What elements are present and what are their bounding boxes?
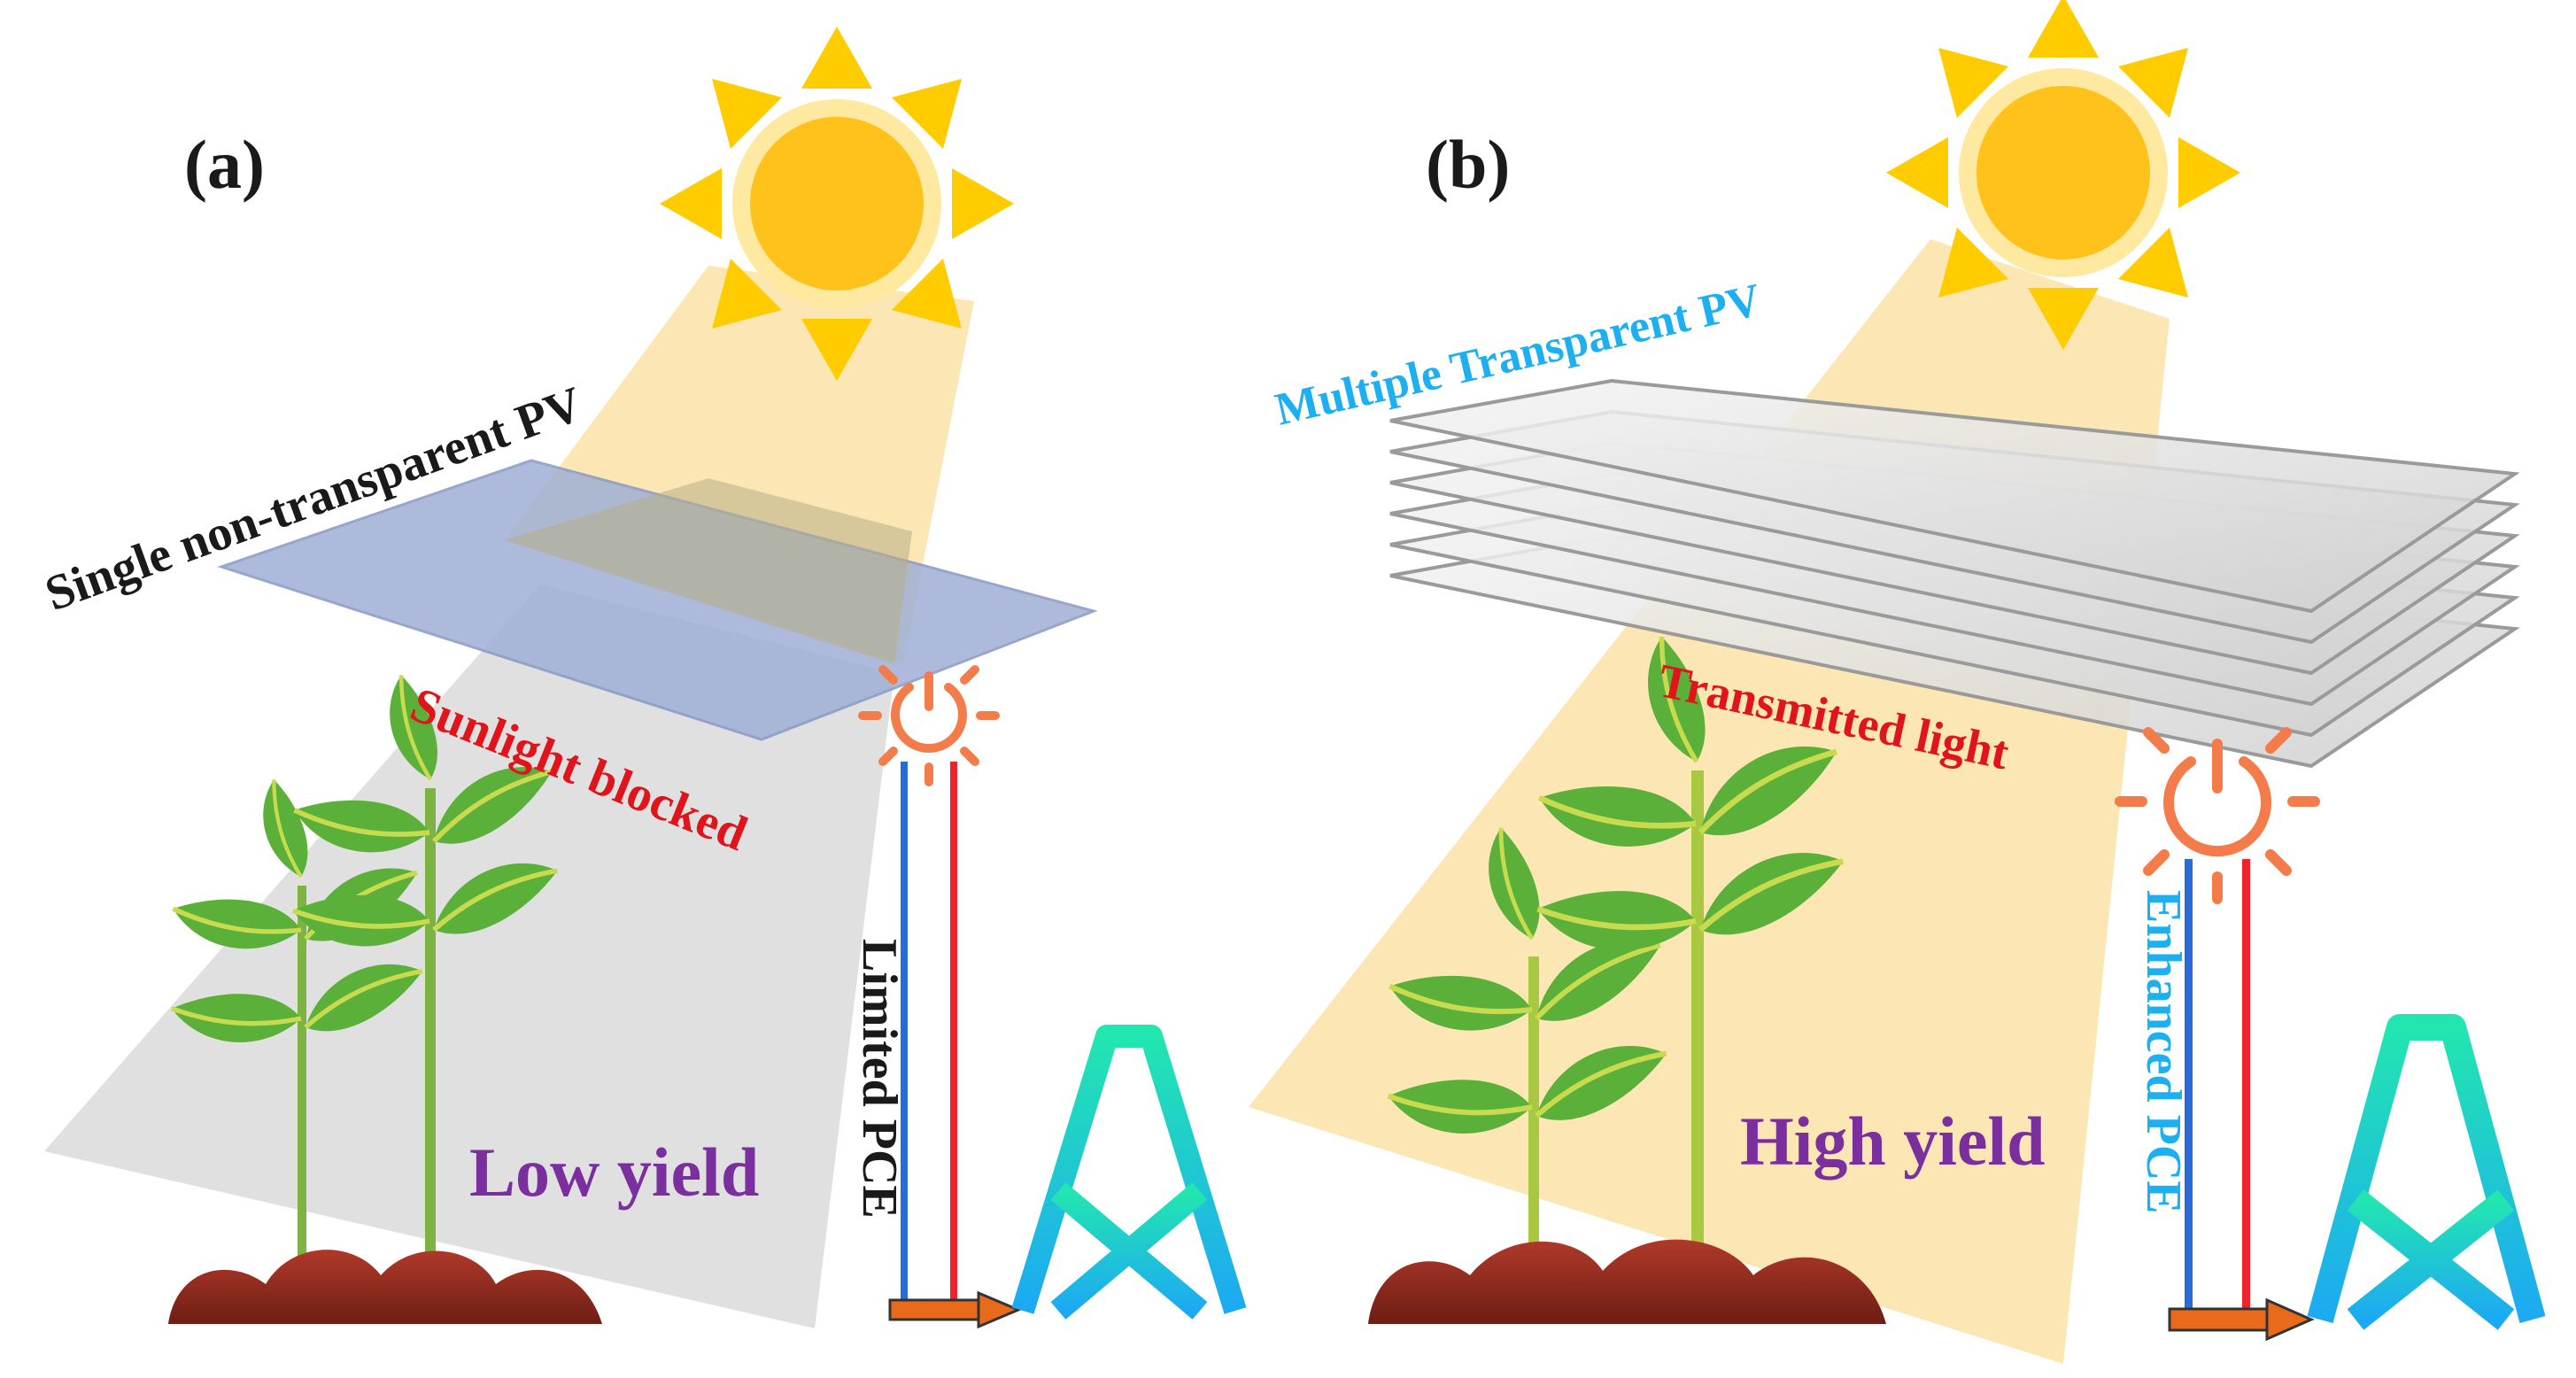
high-yield-label: High yield bbox=[1740, 1103, 2046, 1180]
blue-wire bbox=[2185, 859, 2193, 1320]
plant-icon bbox=[1383, 633, 1854, 1302]
soil-icon bbox=[168, 1250, 602, 1324]
arrow-icon bbox=[2168, 1297, 2315, 1342]
red-wire bbox=[2242, 859, 2250, 1320]
soil-icon bbox=[1368, 1239, 1886, 1324]
pv-panel-sunlit-region bbox=[505, 478, 912, 664]
plant-icon bbox=[166, 673, 567, 1293]
panel-a: (a) Single non-transparent PV Sunlight b… bbox=[38, 27, 1269, 1329]
pylon-icon bbox=[989, 1025, 1269, 1320]
transparent-pv-stack bbox=[1389, 378, 2520, 769]
arrow-icon bbox=[888, 1290, 1022, 1329]
pylon-icon bbox=[2276, 1014, 2576, 1330]
opaque-pv-panel bbox=[217, 459, 1098, 741]
panel-b-label: (b) bbox=[1426, 126, 1510, 203]
panel-b: (b) Multiple Transparent PV Transmitted … bbox=[1249, 0, 2576, 1364]
power-icon bbox=[858, 665, 1000, 786]
red-wire bbox=[950, 762, 957, 1311]
panel-a-label: (a) bbox=[184, 126, 265, 203]
enhanced-pce-label: Enhanced PCE bbox=[2136, 890, 2191, 1214]
limited-pce-label: Limited PCE bbox=[852, 939, 907, 1219]
sun-icon bbox=[660, 27, 1014, 381]
low-yield-label: Low yield bbox=[469, 1134, 759, 1211]
power-icon bbox=[2115, 727, 2320, 904]
sun-icon bbox=[1886, 0, 2240, 350]
blue-wire bbox=[901, 762, 908, 1311]
shadow-cone-a bbox=[44, 584, 894, 1328]
